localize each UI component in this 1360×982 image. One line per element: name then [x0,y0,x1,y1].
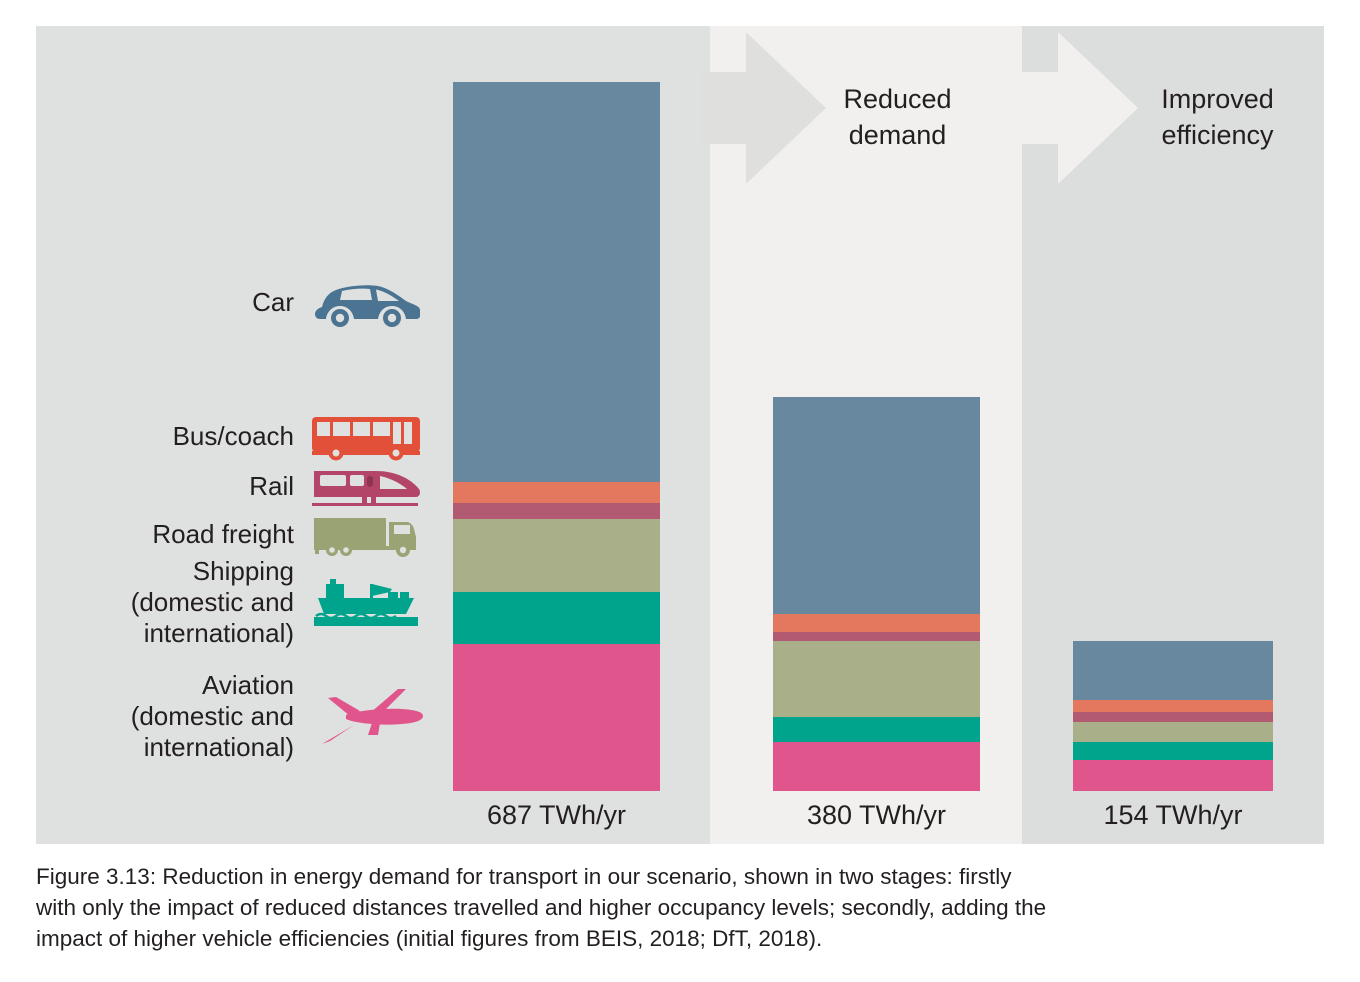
ship-icon [310,572,430,634]
bus-icon [310,406,430,468]
bar-segment-car [773,397,980,614]
stage-label-improved-efficiency: Improved efficiency [1161,84,1274,150]
bar-segment-bus-coach [773,614,980,632]
bar-segment-rail [773,632,980,641]
arrow-reduced-demand-icon [700,28,828,188]
arrow-improved-efficiency-icon [1012,28,1140,188]
stage-label-reduced-demand: Reduced demand [843,84,952,150]
legend-item-shipping: Shipping (domestic and international) [60,556,430,650]
bar-segment-aviation [773,742,980,791]
legend-item-bus-coach: Bus/coach [60,406,430,468]
bar-segment-aviation [453,644,660,791]
bar-segment-car [453,82,660,482]
bar-segment-shipping [773,717,980,742]
train-icon [310,456,430,518]
plane-icon [310,686,430,748]
bar-total-label-reduced-demand: 380 TWh/yr [806,800,947,830]
bar-segment-rail [1073,712,1273,722]
legend-item-car: Car [60,272,430,334]
caption-line-2: with only the impact of reduced distance… [36,894,1047,920]
figure-caption: Figure 3.13: Reduction in energy demand … [36,862,1326,954]
legend-label-aviation: Aviation (domestic and international) [130,670,294,763]
bar-initial [453,82,660,791]
bar-segment-aviation [1073,760,1273,791]
caption-line-1: Figure 3.13: Reduction in energy demand … [36,864,1012,889]
car-icon [310,272,430,334]
bar-segment-road-freight [453,519,660,592]
legend-label-road-freight: Road freight [152,519,294,550]
bar-segment-shipping [453,592,660,644]
legend-item-rail: Rail [60,456,430,518]
bar-segment-bus-coach [453,482,660,503]
bar-segment-car [1073,641,1273,700]
legend-label-shipping: Shipping (domestic and international) [130,556,294,649]
bar-total-label-initial: 687 TWh/yr [486,800,627,830]
bar-segment-bus-coach [1073,700,1273,712]
bar-total-label-improved-efficiency: 154 TWh/yr [1103,800,1243,830]
bar-segment-road-freight [1073,722,1273,742]
bar-reduced-demand [773,397,980,791]
truck-icon [310,504,430,566]
legend-item-road-freight: Road freight [60,504,430,566]
legend-label-rail: Rail [249,471,294,502]
bar-segment-rail [453,503,660,519]
bar-segment-shipping [1073,742,1273,760]
caption-line-3: impact of higher vehicle efficiencies (i… [36,925,823,951]
legend-item-aviation: Aviation (domestic and international) [60,670,430,764]
legend-label-bus-coach: Bus/coach [172,421,294,452]
bar-segment-road-freight [773,641,980,717]
bar-improved-efficiency [1073,641,1273,791]
legend-label-car: Car [252,287,294,318]
